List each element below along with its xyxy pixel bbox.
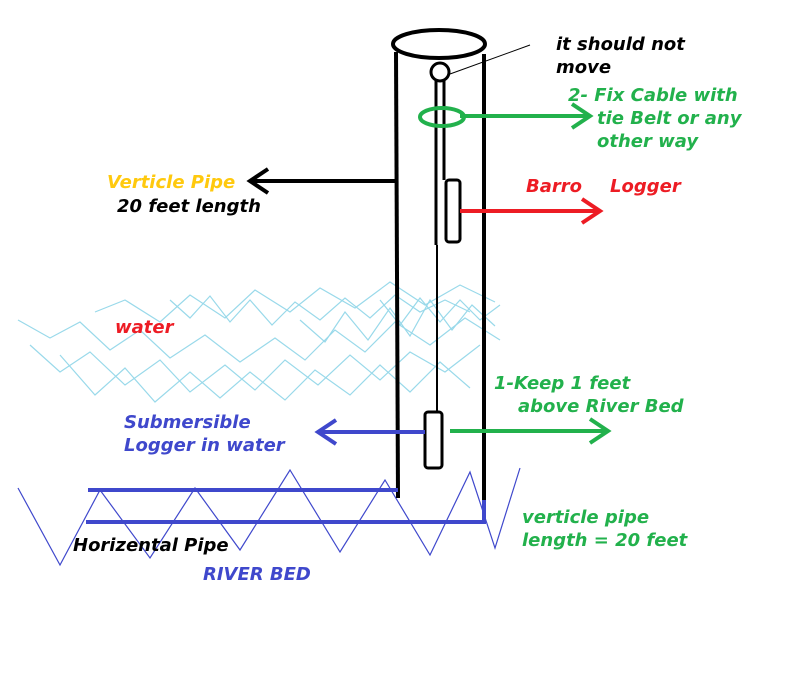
label-verticle-pipe-length: verticle pipe length = 20 feet: [522, 506, 687, 552]
label-fix-cable-line3: other way: [597, 131, 699, 152]
arrow-keep-1-feet: [450, 417, 612, 445]
water-waves: [17, 281, 501, 403]
submersible-logger-body: [423, 410, 444, 470]
label-fix-cable-line1: 2- Fix Cable with: [568, 85, 738, 106]
tie-belt: [418, 106, 466, 128]
arrow-barro-logger: [460, 197, 604, 225]
label-pipe-length: 20 feet length: [117, 196, 261, 217]
arrow-submersible-logger: [314, 418, 425, 446]
label-logger: Logger: [610, 176, 681, 197]
label-verticle-pipe-length-line1: verticle pipe: [522, 507, 650, 528]
label-fix-cable: 2- Fix Cable with tie Belt or any other …: [568, 84, 741, 153]
label-keep-1-feet-line1: 1-Keep 1 feet: [494, 373, 631, 394]
label-should-not-move-line2: move: [556, 57, 612, 78]
pointer-line: [449, 44, 531, 75]
barro-logger-body: [444, 178, 462, 244]
label-submersible-line1: Submersible: [124, 412, 251, 433]
label-should-not-move-line1: it should not: [556, 34, 685, 55]
label-water: water: [115, 317, 174, 338]
label-river-bed: RIVER BED: [203, 564, 311, 585]
label-horizontal-pipe: Horizental Pipe: [73, 535, 229, 556]
label-fix-cable-line2: tie Belt or any: [597, 108, 742, 129]
label-verticle-pipe: Verticle Pipe: [107, 172, 236, 193]
arrow-fix-cable: [460, 102, 594, 130]
label-keep-1-feet-line2: above River Bed: [518, 396, 684, 417]
label-barro: Barro: [526, 176, 582, 197]
vertical-pipe: [391, 28, 487, 522]
horizontal-pipe: [86, 488, 486, 524]
label-submersible: Submersible Logger in water: [124, 411, 285, 457]
label-submersible-line2: Logger in water: [124, 435, 285, 456]
label-should-not-move: it should not move: [556, 33, 685, 79]
label-verticle-pipe-length-line2: length = 20 feet: [522, 530, 688, 551]
arrow-verticle-pipe: [246, 167, 396, 195]
label-keep-1-feet: 1-Keep 1 feet above River Bed: [494, 372, 684, 418]
